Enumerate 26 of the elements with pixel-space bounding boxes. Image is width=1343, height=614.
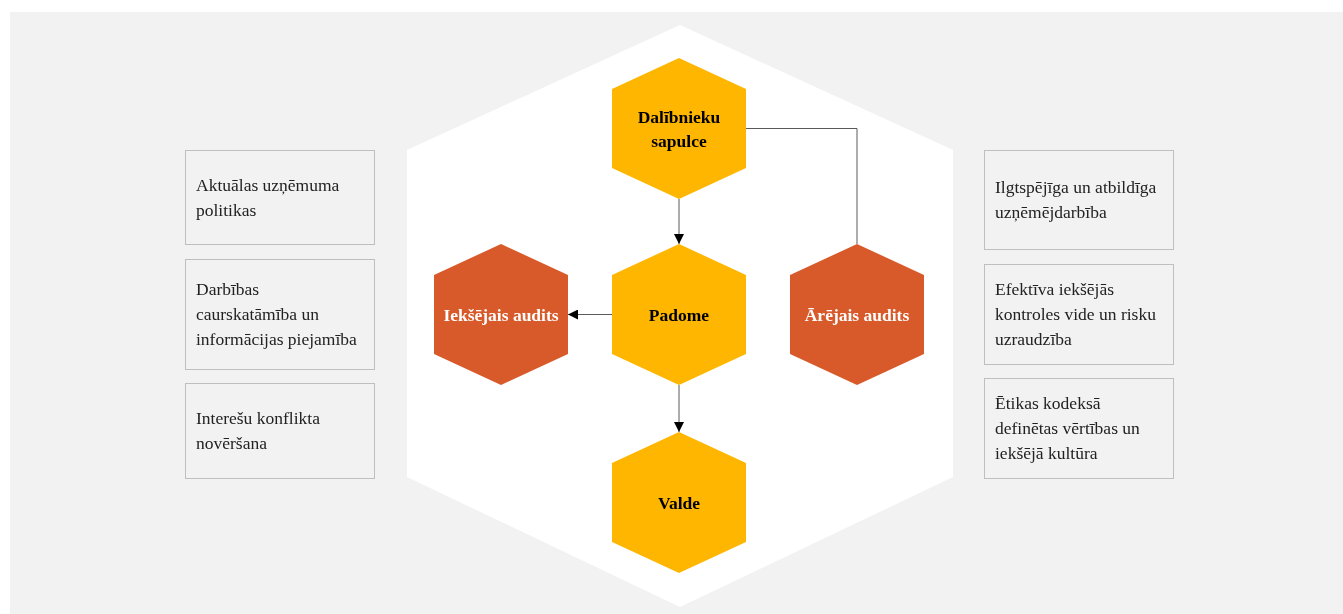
arrow bbox=[674, 384, 684, 433]
hexagon-node bbox=[612, 58, 746, 199]
hexagon-node bbox=[612, 432, 746, 573]
node-label: Interešu konflikta novēršana bbox=[196, 407, 321, 455]
hexagon-node bbox=[434, 244, 568, 385]
node-label: Dalībnieku sapulce bbox=[636, 105, 722, 153]
arrow bbox=[674, 198, 684, 245]
text-box bbox=[984, 150, 1174, 250]
node-label: Ilgtspējīga un atbildīga uzņēmējdarbība bbox=[995, 176, 1158, 224]
text-box bbox=[984, 378, 1174, 479]
text-box bbox=[984, 264, 1174, 365]
node-label: Ētikas kodeksā definētas vērtības un iekšējā kultūra bbox=[995, 392, 1141, 465]
connector-line bbox=[745, 128, 858, 245]
text-box bbox=[185, 150, 375, 245]
text-box bbox=[185, 259, 375, 370]
node-label: Darbības caurskatāmība un informācijas piejamība bbox=[196, 278, 358, 351]
text-box bbox=[185, 383, 375, 479]
node-label: Valde bbox=[657, 491, 701, 515]
hexagon-node bbox=[612, 244, 746, 385]
node-label: Iekšējais audits bbox=[443, 303, 559, 327]
node-label: Aktuālas uzņēmuma politikas bbox=[196, 173, 341, 222]
arrow bbox=[567, 309, 613, 320]
node-label: Efektīva iekšējās kontroles vide un risku uzraudzība bbox=[995, 278, 1157, 351]
node-label: Padome bbox=[648, 303, 710, 327]
node-label: Ārējais audits bbox=[804, 303, 910, 327]
hexagon-node bbox=[790, 244, 924, 385]
